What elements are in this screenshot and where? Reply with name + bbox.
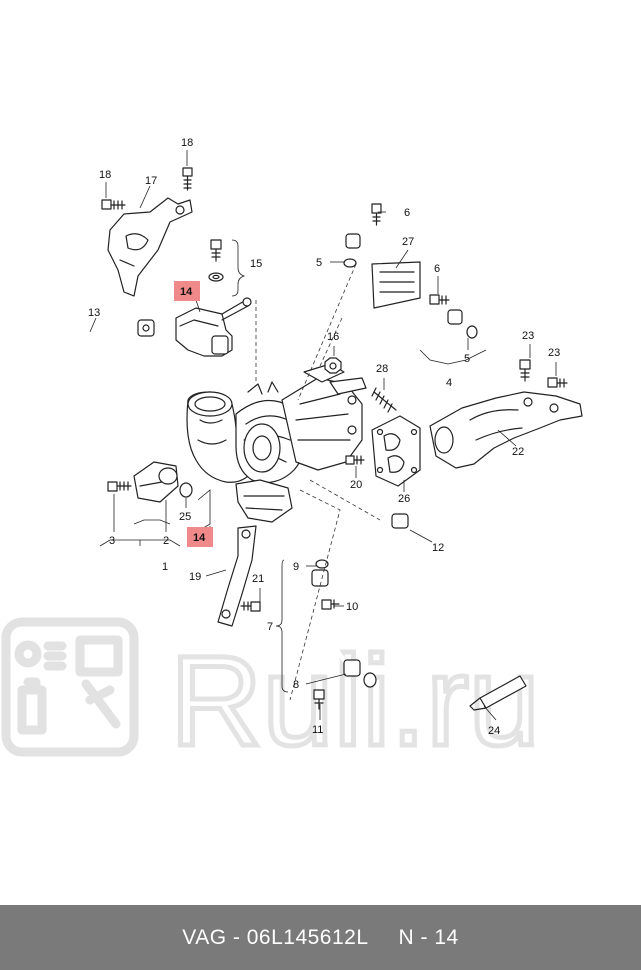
brand-label: VAG (182, 925, 227, 949)
callout-4: 4 (446, 377, 452, 389)
bolt-6-top (371, 203, 382, 226)
callout-17: 17 (145, 175, 157, 187)
callout-8: 8 (293, 679, 299, 691)
seal-9 (315, 559, 329, 569)
exhaust-manifold-22 (429, 391, 583, 469)
pipe-12 (379, 510, 481, 569)
callout-23-right: 23 (548, 347, 560, 359)
valve-2 (133, 461, 179, 503)
bracket-19 (217, 525, 257, 627)
callout-28: 28 (376, 363, 388, 375)
callout-21: 21 (252, 573, 264, 585)
seal-8 (363, 672, 377, 688)
callout-10: 10 (346, 601, 358, 613)
callout-7: 7 (267, 621, 273, 633)
footer-dash: - (226, 925, 247, 949)
callout-18-left: 18 (99, 169, 111, 181)
callout-16: 16 (327, 331, 339, 343)
watermark: Ruli.ru (1, 617, 542, 776)
callout-14-top[interactable]: 14 (174, 281, 200, 301)
callout-27: 27 (402, 236, 414, 248)
callout-5-left: 5 (316, 257, 322, 269)
oil-feed-pipe-4 (342, 233, 463, 325)
callout-13: 13 (88, 307, 100, 319)
seal-5-right (466, 325, 478, 339)
bolt-washer-15 (208, 239, 224, 282)
watermark-text: Ruli.ru (170, 630, 540, 773)
callout-6-top: 6 (404, 207, 410, 219)
gasket-26 (371, 415, 421, 487)
callout-6-right: 6 (434, 263, 440, 275)
callout-12: 12 (432, 542, 444, 554)
bolt-18-top (182, 167, 193, 191)
callout-11: 11 (312, 724, 323, 736)
bolt-6-right (429, 294, 450, 305)
callout-14-bottom[interactable]: 14 (187, 527, 213, 547)
bolt-3 (107, 481, 132, 492)
callout-14-top-text: 14 (180, 286, 193, 298)
callout-labels: 1 2 3 4 5 5 6 6 7 8 9 10 11 12 13 15 16 … (88, 137, 560, 737)
bolt-23-right (547, 377, 568, 388)
part-number: 06L145612L (246, 925, 369, 949)
callout-20: 20 (350, 479, 362, 491)
turbocharger (186, 363, 367, 523)
wastegate-actuator-14 (175, 297, 252, 357)
callout-18-top: 18 (181, 137, 193, 149)
pipe-7 (311, 569, 361, 677)
seal-25 (179, 482, 193, 498)
diagram-position: N - 14 (398, 925, 459, 949)
callout-23-left: 23 (522, 330, 534, 342)
callout-3: 3 (109, 535, 115, 547)
parts-diagram: Ruli.ru (1, 137, 583, 776)
bolt-10 (321, 599, 340, 610)
bolt-20 (345, 455, 365, 465)
heat-shield-bracket-17 (107, 197, 193, 297)
callout-24: 24 (488, 725, 500, 737)
bolt-18-left (101, 199, 126, 210)
seal-5-left (343, 258, 357, 268)
callout-15: 15 (250, 258, 262, 270)
callout-1: 1 (162, 561, 168, 573)
nut-16 (324, 357, 342, 374)
bolt-23-left (519, 359, 531, 382)
part-info-footer: VAG - 06L145612L N - 14 (0, 905, 641, 970)
leader-lines (89, 150, 557, 721)
callout-14-bottom-text: 14 (193, 532, 206, 544)
callout-22: 22 (512, 446, 524, 458)
heat-shield-27 (371, 261, 421, 309)
sealant-tube-24 (469, 675, 527, 711)
callout-25: 25 (179, 511, 191, 523)
bolt-11 (313, 689, 325, 710)
callout-9: 9 (293, 561, 299, 573)
stud-28 (371, 387, 397, 413)
callout-5-right: 5 (464, 353, 470, 365)
callout-19: 19 (189, 571, 201, 583)
bolt-21 (240, 601, 261, 612)
callout-26: 26 (398, 493, 410, 505)
coolant-hose-13 (75, 319, 170, 444)
callout-2: 2 (163, 535, 169, 547)
